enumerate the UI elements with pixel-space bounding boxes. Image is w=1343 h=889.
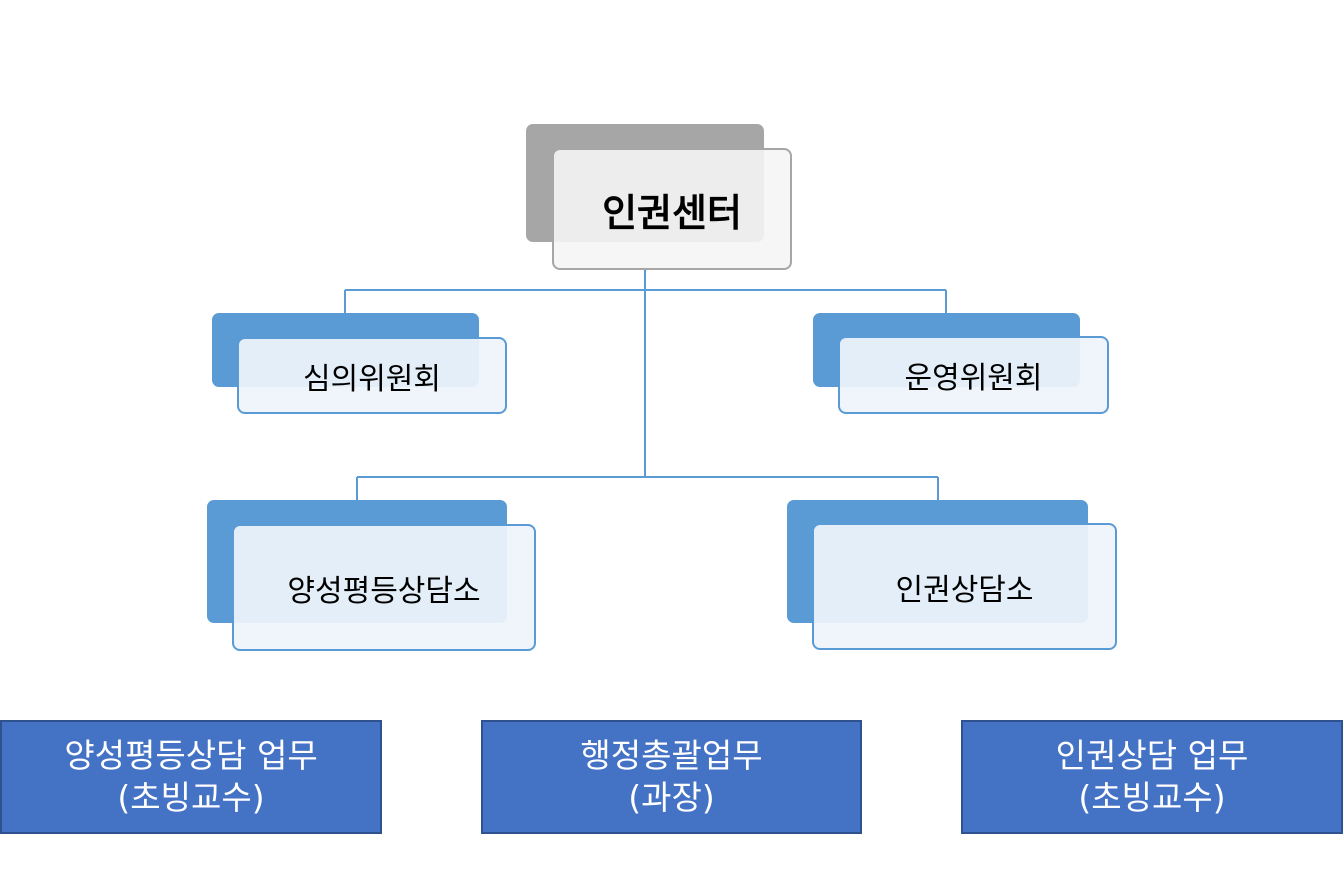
office-node-box: 양성평등상담소 (232, 524, 536, 651)
duty-box-title: 인권상담 업무 (1055, 736, 1249, 775)
office-node-label: 양성평등상담소 (287, 573, 481, 609)
committee-node-box: 심의위원회 (237, 337, 507, 414)
office-node-label: 인권상담소 (895, 572, 1034, 608)
committee-node-label: 심의위원회 (303, 361, 441, 397)
committee-node-box: 운영위원회 (838, 336, 1109, 414)
duty-box-title: 양성평등상담 업무 (64, 736, 318, 775)
office-node-box: 인권상담소 (812, 523, 1117, 650)
committee-node-label: 운영위원회 (904, 361, 1043, 396)
duty-box-role: (초빙교수) (117, 778, 265, 817)
duty-box-gender-equality: 양성평등상담 업무 (초빙교수) (0, 720, 382, 834)
root-node-box: 인권센터 (552, 148, 792, 270)
duty-box-human-rights: 인권상담 업무 (초빙교수) (961, 720, 1343, 834)
root-node-label: 인권센터 (602, 190, 742, 235)
duty-box-title: 행정총괄업무 (580, 736, 763, 775)
duty-box-role: (과장) (628, 778, 715, 817)
duty-box-administration: 행정총괄업무 (과장) (481, 720, 862, 834)
duty-box-role: (초빙교수) (1078, 778, 1226, 817)
